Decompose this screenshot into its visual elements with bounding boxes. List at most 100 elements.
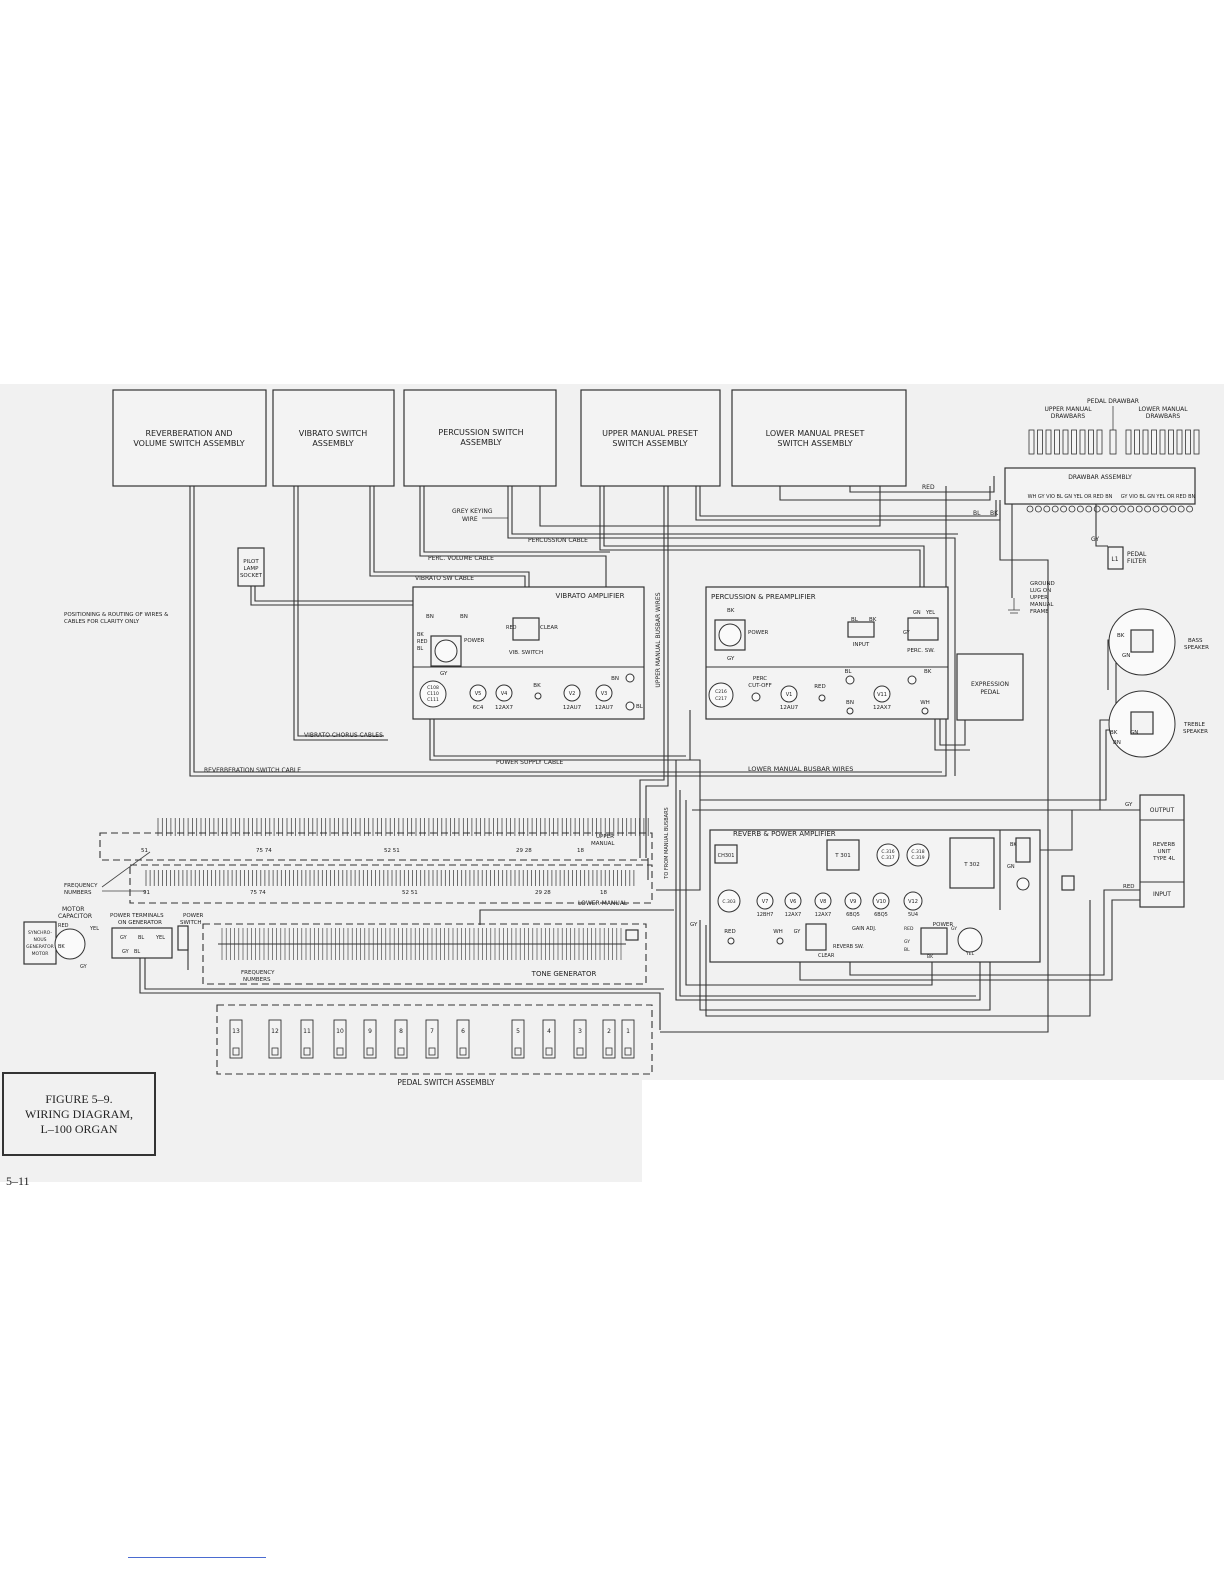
upper-drawbar bbox=[1062, 429, 1069, 455]
footer-rule bbox=[128, 1557, 266, 1558]
drawbar-coil bbox=[1026, 505, 1034, 513]
svg-text:LUG ON: LUG ON bbox=[1030, 588, 1051, 594]
svg-text:YEL: YEL bbox=[965, 951, 975, 957]
pedal-switch-contact bbox=[514, 1047, 522, 1056]
drawbar-coil bbox=[1127, 505, 1135, 513]
pedal-switch-body bbox=[456, 1019, 470, 1059]
svg-text:12AX7: 12AX7 bbox=[495, 705, 514, 711]
svg-text:BL: BL bbox=[636, 704, 644, 710]
svg-text:BL: BL bbox=[138, 935, 144, 941]
svg-text:BK: BK bbox=[869, 617, 877, 623]
svg-text:ASSEMBLY: ASSEMBLY bbox=[460, 438, 501, 447]
svg-text:PERCUSSION & PREAMPLIFIER: PERCUSSION & PREAMPLIFIER bbox=[711, 593, 816, 601]
vibrato-switch-assembly: VIBRATO SWITCH ASSEMBLY bbox=[272, 389, 395, 487]
pedal-switch-body bbox=[363, 1019, 377, 1059]
lower-manual-preset-switch-assembly: LOWER MANUAL PRESET SWITCH ASSEMBLY bbox=[731, 389, 907, 487]
drawbar-coil bbox=[1161, 505, 1168, 513]
svg-text:GY: GY bbox=[794, 929, 802, 935]
svg-text:DRAWBAR ASSEMBLY: DRAWBAR ASSEMBLY bbox=[1068, 474, 1132, 481]
drawbar-coil bbox=[1077, 505, 1084, 513]
lower-manual-keys bbox=[145, 870, 635, 886]
pedal-switch-number: 10 bbox=[336, 1028, 344, 1035]
svg-text:V11: V11 bbox=[877, 692, 887, 698]
drawbar-coil bbox=[1186, 505, 1193, 513]
svg-text:51: 51 bbox=[141, 848, 148, 854]
svg-text:MOTOR: MOTOR bbox=[32, 951, 49, 957]
svg-text:GY: GY bbox=[80, 964, 88, 970]
svg-text:MANUAL: MANUAL bbox=[591, 841, 615, 847]
svg-text:TONE GENERATOR: TONE GENERATOR bbox=[531, 970, 597, 978]
drawbar-coil bbox=[1035, 505, 1042, 513]
pedal-switch-number: 12 bbox=[271, 1028, 279, 1035]
svg-text:LOWER MANUAL PRESET: LOWER MANUAL PRESET bbox=[766, 429, 865, 438]
svg-text:C110: C110 bbox=[427, 691, 439, 697]
pedal-switch-number: 7 bbox=[430, 1028, 434, 1035]
lower-drawbar bbox=[1193, 429, 1200, 455]
lower-drawbar bbox=[1185, 429, 1191, 455]
ground-lug: GROUND LUG ON UPPER MANUAL FRAME bbox=[1008, 581, 1055, 615]
pedal-switch-number: 13 bbox=[232, 1028, 240, 1035]
svg-text:V2: V2 bbox=[569, 691, 576, 697]
svg-text:C111: C111 bbox=[427, 697, 439, 703]
svg-text:TO FROM MANUAL BUSBARS: TO FROM MANUAL BUSBARS bbox=[664, 807, 670, 879]
svg-text:6BQ5: 6BQ5 bbox=[846, 912, 860, 918]
svg-text:C.318: C.318 bbox=[911, 849, 924, 855]
svg-text:BL: BL bbox=[134, 949, 140, 955]
pedal-switch: 9 bbox=[363, 1019, 377, 1059]
svg-text:POSITIONING & ROUTING OF WIRES: POSITIONING & ROUTING OF WIRES & bbox=[64, 612, 169, 618]
svg-text:RED: RED bbox=[417, 639, 428, 645]
reverb-volume-switch-assembly: REVERBERATION AND VOLUME SWITCH ASSEMBLY bbox=[112, 389, 267, 487]
svg-text:RED: RED bbox=[506, 625, 517, 631]
caption-line-2: WIRING DIAGRAM, bbox=[25, 1106, 133, 1121]
svg-text:BK: BK bbox=[727, 608, 735, 614]
pedal-switch: 1 bbox=[621, 1019, 635, 1059]
svg-text:RED: RED bbox=[904, 926, 914, 932]
lower-drawbar bbox=[1159, 429, 1166, 455]
svg-text:6BQ5: 6BQ5 bbox=[874, 912, 888, 918]
pedal-switch-contact bbox=[303, 1047, 311, 1056]
pedal-switch-body bbox=[300, 1019, 314, 1059]
figure-caption: FIGURE 5–9. WIRING DIAGRAM, L–100 ORGAN bbox=[2, 1072, 156, 1156]
upper-drawbar bbox=[1054, 429, 1060, 455]
percussion-switch-assembly: PERCUSSION SWITCH ASSEMBLY bbox=[403, 389, 557, 487]
svg-text:V1: V1 bbox=[786, 692, 793, 698]
pedal-switch-body bbox=[573, 1019, 587, 1059]
svg-text:52 51: 52 51 bbox=[402, 890, 418, 896]
svg-text:YEL: YEL bbox=[155, 935, 165, 941]
svg-text:EXPRESSION: EXPRESSION bbox=[971, 681, 1009, 688]
svg-text:VIBRATO AMPLIFIER: VIBRATO AMPLIFIER bbox=[556, 592, 625, 600]
svg-text:BK: BK bbox=[1110, 730, 1118, 736]
pedal-switch-body bbox=[621, 1019, 635, 1059]
svg-text:GAIN ADJ.: GAIN ADJ. bbox=[852, 926, 877, 932]
svg-text:52 51: 52 51 bbox=[384, 848, 400, 854]
svg-text:PERCUSSION CABLE: PERCUSSION CABLE bbox=[528, 537, 588, 544]
svg-text:GY: GY bbox=[1125, 802, 1133, 808]
pedal-switch-contact bbox=[336, 1047, 344, 1056]
svg-text:V6: V6 bbox=[790, 899, 797, 905]
svg-text:WH GY VIO BL GN YEL OR RED BN: WH GY VIO BL GN YEL OR RED BN bbox=[1028, 494, 1113, 500]
svg-text:VIBRATO SW CABLE: VIBRATO SW CABLE bbox=[415, 575, 474, 582]
svg-text:NOUS: NOUS bbox=[33, 937, 46, 943]
svg-text:CABLES FOR CLARITY ONLY: CABLES FOR CLARITY ONLY bbox=[64, 619, 140, 625]
svg-text:GY: GY bbox=[951, 926, 957, 932]
expression-pedal: EXPRESSION PEDAL bbox=[956, 653, 1024, 721]
svg-text:BN: BN bbox=[460, 614, 468, 620]
svg-text:TYPE 4L: TYPE 4L bbox=[1152, 856, 1176, 862]
svg-text:FREQUENCY: FREQUENCY bbox=[64, 883, 98, 889]
svg-text:POWER: POWER bbox=[748, 630, 769, 636]
pedal-switch-number: 9 bbox=[368, 1028, 372, 1035]
svg-text:18: 18 bbox=[577, 848, 584, 854]
pedal-switch-contact bbox=[366, 1047, 374, 1056]
svg-text:LOWER MANUAL BUSBAR WIRES: LOWER MANUAL BUSBAR WIRES bbox=[748, 765, 853, 773]
pedal-switch-body bbox=[511, 1019, 525, 1059]
pedal-switch: 8 bbox=[394, 1019, 408, 1059]
svg-text:C108: C108 bbox=[427, 685, 439, 691]
svg-text:VIBRATO SWITCH: VIBRATO SWITCH bbox=[299, 429, 368, 438]
pedal-switch-contact bbox=[428, 1047, 436, 1056]
lower-drawbar bbox=[1176, 429, 1183, 455]
drawbar-coil bbox=[1169, 505, 1177, 513]
svg-text:BN: BN bbox=[611, 676, 619, 682]
lower-drawbar bbox=[1168, 429, 1174, 455]
pedal-filter: L1 PEDAL FILTER bbox=[1107, 546, 1147, 570]
pedal-switch-number: 6 bbox=[461, 1028, 465, 1035]
